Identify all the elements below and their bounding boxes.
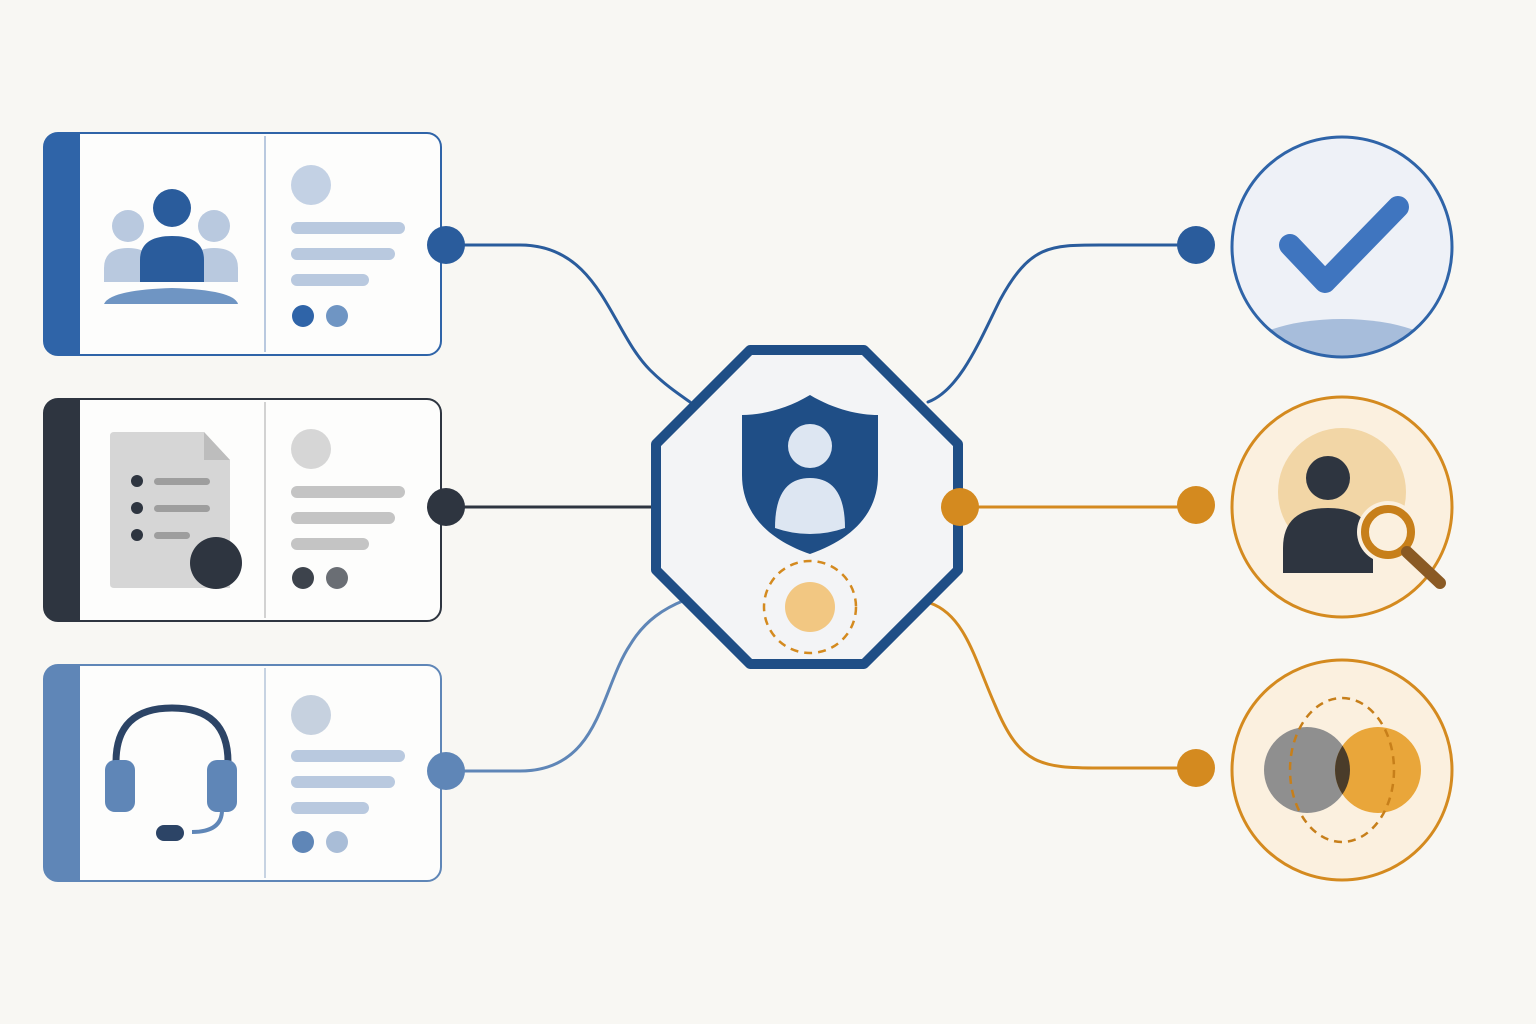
group-people-icon <box>104 189 238 304</box>
connector-team-to-hub <box>444 243 692 404</box>
connector-hub-to-verified <box>926 243 1198 404</box>
venn-overlap-icon <box>1264 696 1421 844</box>
checkmark-icon <box>1279 196 1409 293</box>
document-list-icon <box>110 432 242 589</box>
outcome-overlap[interactable] <box>1230 658 1454 882</box>
port-team[interactable] <box>427 226 465 264</box>
connectors <box>444 243 1198 773</box>
central-hub[interactable] <box>651 345 963 669</box>
port-identity-search[interactable] <box>1177 486 1215 524</box>
profile-placeholder <box>291 429 405 589</box>
port-hub-right[interactable] <box>941 488 979 526</box>
connector-hub-to-overlap <box>928 601 1198 770</box>
source-card-team[interactable] <box>43 132 442 356</box>
source-card-documents[interactable] <box>43 398 442 622</box>
connector-support-to-hub <box>444 598 687 773</box>
headset-icon <box>105 704 237 841</box>
outcome-verified[interactable] <box>1230 135 1454 391</box>
profile-placeholder <box>291 695 405 853</box>
port-support[interactable] <box>427 752 465 790</box>
outcome-identity-search[interactable] <box>1230 395 1454 619</box>
orange-dashed-ring-icon <box>762 559 858 655</box>
profile-placeholder <box>291 165 405 327</box>
port-overlap[interactable] <box>1177 749 1215 787</box>
port-verified[interactable] <box>1177 226 1215 264</box>
source-card-support[interactable] <box>43 664 442 882</box>
port-documents[interactable] <box>427 488 465 526</box>
user-magnifier-icon <box>1278 428 1446 589</box>
shield-user-icon <box>742 395 878 554</box>
